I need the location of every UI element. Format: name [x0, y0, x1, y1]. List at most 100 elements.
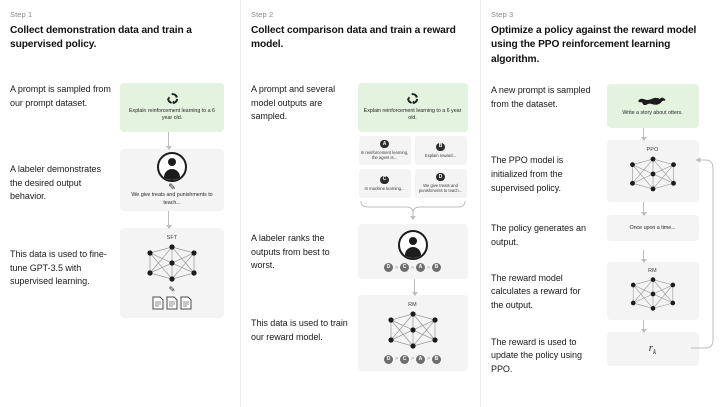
output-text: We give treats and punishments to teach.… [418, 182, 463, 194]
sft-label: SFT [166, 235, 178, 242]
connector-arrow [640, 319, 647, 333]
step-2-block-1: A prompt and several model outputs are s… [249, 82, 472, 221]
prompt-card-text: Explain reinforcement learning to a 6 ye… [363, 107, 462, 122]
policy-output-text: Once upon a time... [629, 224, 676, 231]
output-badge: C [380, 175, 389, 185]
step-1-column: Step 1 Collect demonstration data and tr… [0, 0, 240, 407]
step-1-title: Collect demonstration data and train a s… [10, 25, 192, 51]
pencil-icon: ✎ [168, 182, 176, 193]
ppo-label: PPO [646, 147, 659, 154]
policy-output-card: Once upon a time... [606, 215, 699, 242]
rank-badge: C [400, 354, 410, 364]
labeler-person-icon [157, 152, 187, 183]
merge-brace-arrow [360, 200, 465, 221]
reward-formula-subscript: k [653, 347, 657, 356]
prompt-card: Explain reinforcement learning to a 6 ye… [120, 82, 224, 132]
neural-network-icon [387, 311, 438, 349]
labeler-demo-text: We give treats and punishments to teach.… [131, 192, 213, 206]
connector-arrow [640, 128, 647, 142]
ppo-model-card: PPO [606, 140, 699, 203]
step-3-block-3: The policy generates an output. Once upo… [489, 215, 712, 249]
step-3-block-5: The reward is used to update the policy … [489, 331, 712, 377]
step-3-graphic-1: Write a story about otters. [593, 84, 712, 129]
step-1-graphic-3: SFT ✎ [112, 227, 232, 318]
rank-badge: B [431, 354, 441, 364]
ranking-row: D > C > A > B [384, 354, 441, 364]
rank-badge: D [384, 263, 394, 273]
rank-separator: > [395, 264, 399, 271]
step-3-graphic-4: RM [593, 261, 712, 320]
rank-separator: > [426, 356, 430, 363]
step-1-graphic-1: Explain reinforcement learning to a 6 ye… [112, 82, 232, 132]
new-prompt-card: Write a story about otters. [606, 84, 699, 129]
step-3-desc-3: The policy generates an output. [491, 223, 586, 248]
connector-arrow [165, 210, 172, 229]
rank-separator: > [411, 356, 414, 363]
rm-label: RM [648, 267, 657, 274]
step-3-graphic-3: Once upon a time... [593, 215, 712, 242]
reward-formula: rk [649, 342, 656, 356]
prompt-card: Explain reinforcement learning to a 6 ye… [357, 82, 468, 132]
connector-arrow [640, 249, 647, 263]
output-text: Explain reward... [424, 152, 457, 158]
step-3-desc-1: A new prompt is sampled from the dataset… [491, 85, 591, 110]
recycle-icon [406, 92, 419, 105]
prompt-card-text: Explain reinforcement learning to a 6 ye… [129, 107, 215, 122]
step-3-desc-5: The reward is used to update the policy … [491, 336, 582, 375]
step-3-title: Optimize a policy against the reward mod… [491, 25, 697, 65]
step-1-graphic-2: ✎ We give treats and punishments to teac… [112, 148, 232, 211]
rank-badge: A [415, 354, 425, 364]
pencil-icon: ✎ [168, 285, 176, 295]
rm-label: RM [408, 301, 417, 308]
step-2-desc-3: This data is used to train our reward mo… [251, 317, 348, 342]
output-option: B Explain reward... [414, 135, 467, 165]
new-prompt-text: Write a story about otters. [622, 110, 683, 117]
reward-formula-symbol: r [648, 341, 654, 354]
connector-arrow [640, 202, 647, 217]
reward-model-card: RM D > C [357, 294, 468, 371]
step-1-label: Step 1 [10, 10, 33, 19]
step-2-graphic-3: RM D > C [353, 294, 472, 371]
labeler-demo-card: ✎ We give treats and punishments to teac… [120, 148, 224, 211]
rank-badge: C [400, 263, 410, 273]
step-3-block-2: The PPO model is initialized from the su… [489, 140, 712, 203]
step-3-graphic-2: PPO [593, 140, 712, 203]
step-3-column: Step 3 Optimize a policy against the rew… [480, 0, 720, 407]
neural-network-icon [629, 157, 676, 192]
documents-icon [152, 296, 192, 310]
step-2-desc-2: A labeler ranks the outputs from best to… [251, 232, 330, 271]
rank-separator: > [426, 264, 430, 271]
rank-badge: D [384, 354, 394, 364]
recycle-icon [166, 92, 179, 105]
step-1-block-2: A labeler demonstrates the desired outpu… [8, 148, 232, 211]
step-1-desc-2: A labeler demonstrates the desired outpu… [10, 163, 101, 202]
rank-separator: > [395, 356, 399, 363]
labeler-ranking-card: D > C > A > B [357, 223, 468, 279]
step-2-title: Collect comparison data and train a rewa… [251, 25, 456, 51]
step-2-block-3: This data is used to train our reward mo… [249, 294, 472, 371]
otter-icon [637, 97, 665, 106]
output-option: A In reinforcement learning, the agent i… [358, 135, 411, 165]
step-2-column: Step 2 Collect comparison data and train… [240, 0, 480, 407]
rank-badge: B [431, 263, 441, 273]
output-badge: A [380, 139, 389, 149]
sft-model-card: SFT ✎ [120, 227, 224, 318]
step-2-desc-1: A prompt and several model outputs are s… [251, 83, 336, 122]
step-3-desc-2: The PPO model is initialized from the su… [491, 155, 564, 193]
neural-network-icon [147, 244, 197, 283]
connector-arrow [411, 278, 418, 296]
output-badge: D [436, 172, 445, 182]
step-2-graphic-1: Explain reinforcement learning to a 6 ye… [353, 82, 472, 221]
model-outputs-grid: A In reinforcement learning, the agent i… [358, 135, 467, 198]
step-3-block-1: A new prompt is sampled from the dataset… [489, 84, 712, 129]
ranking-row: D > C > A > B [384, 263, 441, 273]
output-text: In machine learning... [364, 185, 405, 191]
neural-network-icon [630, 277, 675, 311]
output-text: In reinforcement learning, the agent is.… [360, 149, 409, 161]
step-3-graphic-5: rk [593, 331, 712, 366]
rank-badge: A [415, 263, 425, 273]
step-2-block-2: A labeler ranks the outputs from best to… [249, 223, 472, 279]
step-3-desc-4: The reward model calculates a reward for… [491, 272, 581, 311]
rank-separator: > [411, 264, 414, 271]
